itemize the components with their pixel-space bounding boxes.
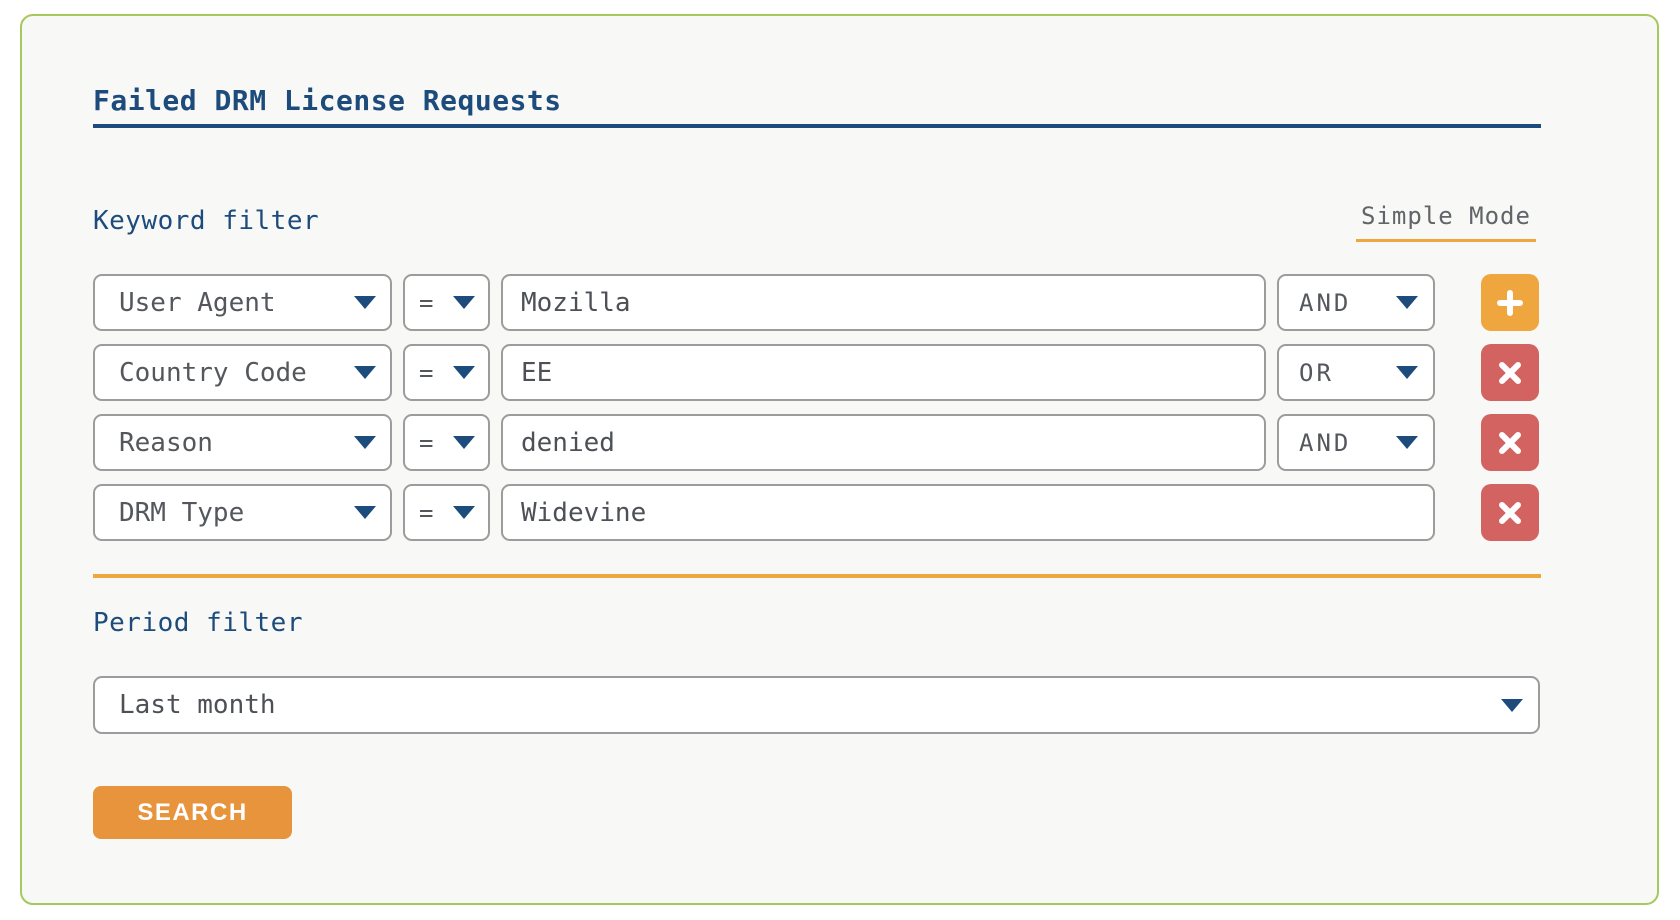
logic-select[interactable]: AND — [1277, 414, 1435, 471]
operator-select[interactable]: = — [403, 344, 490, 401]
field-select[interactable]: Country Code — [93, 344, 392, 401]
title-underline — [93, 124, 1541, 128]
chevron-down-icon — [453, 506, 475, 519]
remove-filter-button[interactable] — [1481, 414, 1539, 471]
keyword-filter-row: DRM Type = — [93, 484, 1539, 541]
chevron-down-icon — [1396, 296, 1418, 309]
operator-select-value: = — [419, 358, 434, 387]
keyword-value-input[interactable] — [501, 274, 1266, 331]
logic-select-value: AND — [1299, 428, 1352, 457]
chevron-down-icon — [354, 506, 376, 519]
simple-mode-label: Simple Mode — [1361, 202, 1531, 230]
keyword-value-input[interactable] — [501, 484, 1435, 541]
simple-mode-link[interactable]: Simple Mode — [1356, 202, 1536, 242]
keyword-filter-row: Reason = AND — [93, 414, 1539, 471]
operator-select-value: = — [419, 288, 434, 317]
chevron-down-icon — [453, 436, 475, 449]
chevron-down-icon — [1501, 698, 1523, 712]
close-icon — [1499, 501, 1521, 524]
logic-select-value: OR — [1299, 358, 1334, 387]
section-divider — [93, 574, 1541, 578]
failed-drm-panel: Failed DRM License Requests Keyword filt… — [20, 14, 1659, 905]
plus-icon — [1497, 289, 1523, 316]
keyword-filter-row: User Agent = AND — [93, 274, 1539, 331]
keyword-value-input[interactable] — [501, 414, 1266, 471]
close-icon — [1499, 431, 1521, 454]
field-select-value: DRM Type — [119, 497, 245, 528]
field-select-value: Reason — [119, 427, 213, 458]
operator-select[interactable]: = — [403, 274, 490, 331]
operator-select[interactable]: = — [403, 484, 490, 541]
field-select[interactable]: Reason — [93, 414, 392, 471]
add-filter-button[interactable] — [1481, 274, 1539, 331]
period-select[interactable]: Last month — [93, 676, 1540, 734]
chevron-down-icon — [453, 366, 475, 379]
keyword-value-input[interactable] — [501, 344, 1266, 401]
logic-select[interactable]: OR — [1277, 344, 1435, 401]
search-button[interactable]: SEARCH — [93, 786, 292, 839]
field-select[interactable]: DRM Type — [93, 484, 392, 541]
close-icon — [1499, 361, 1521, 384]
logic-select-value: AND — [1299, 288, 1352, 317]
period-select-value: Last month — [119, 690, 276, 720]
remove-filter-button[interactable] — [1481, 344, 1539, 401]
chevron-down-icon — [354, 366, 376, 379]
remove-filter-button[interactable] — [1481, 484, 1539, 541]
chevron-down-icon — [453, 296, 475, 309]
chevron-down-icon — [354, 296, 376, 309]
keyword-filter-label: Keyword filter — [93, 206, 320, 236]
chevron-down-icon — [354, 436, 376, 449]
chevron-down-icon — [1396, 366, 1418, 379]
chevron-down-icon — [1396, 436, 1418, 449]
logic-select[interactable]: AND — [1277, 274, 1435, 331]
period-filter-label: Period filter — [93, 608, 303, 638]
field-select-value: Country Code — [119, 357, 307, 388]
field-select[interactable]: User Agent — [93, 274, 392, 331]
page-title: Failed DRM License Requests — [93, 84, 562, 117]
operator-select[interactable]: = — [403, 414, 490, 471]
keyword-filter-row: Country Code = OR — [93, 344, 1539, 401]
operator-select-value: = — [419, 498, 434, 527]
field-select-value: User Agent — [119, 287, 276, 318]
operator-select-value: = — [419, 428, 434, 457]
